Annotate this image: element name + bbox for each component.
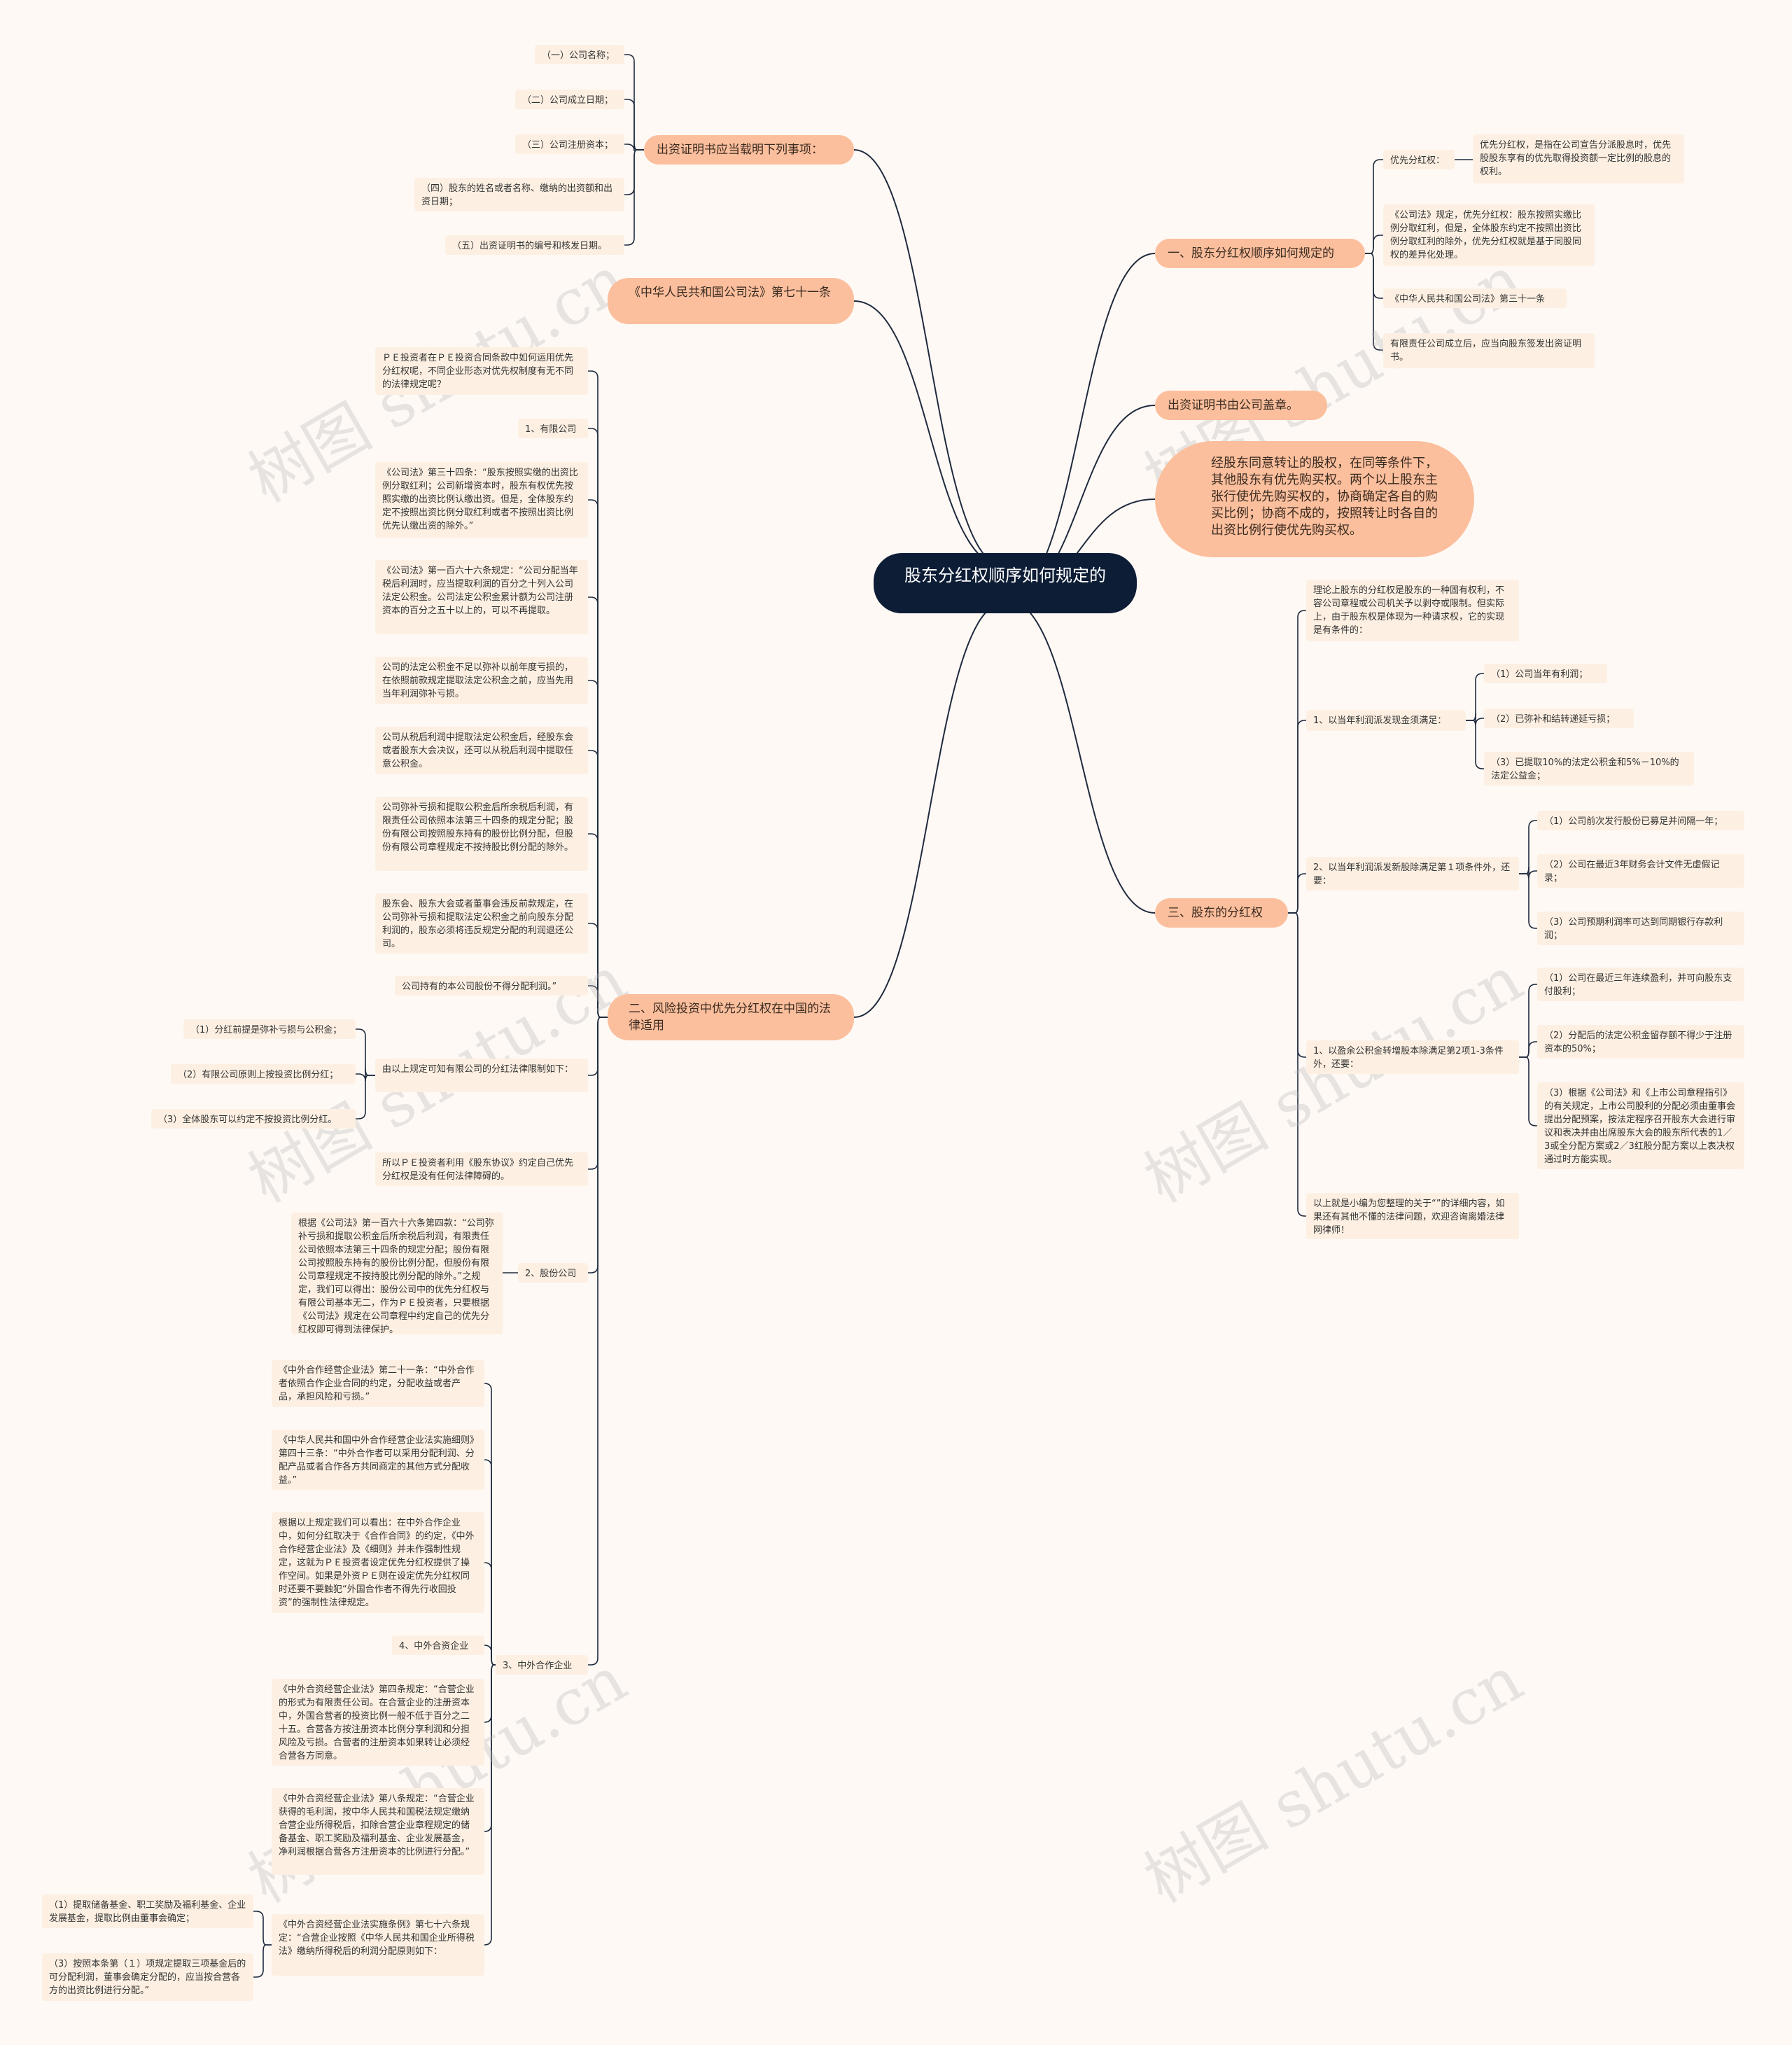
leaf-cash-cond-1[interactable]: （1）公司当年有利润； bbox=[1484, 664, 1607, 683]
connector bbox=[1365, 253, 1383, 299]
leaf-coop-analysis[interactable]: 根据以上规定我们可以看出：在中外合作企业中，如何分红取决于《合作合同》的约定，《… bbox=[272, 1512, 484, 1613]
leaf-restriction-3[interactable]: （3）全体股东可以约定不按投资比例分红。 bbox=[151, 1109, 356, 1129]
connector bbox=[1519, 984, 1537, 1058]
leaf-reserve-cond-2[interactable]: （2）分配后的法定公积金留存额不得少于注册资本的50%； bbox=[1537, 1025, 1744, 1059]
connector bbox=[588, 1017, 608, 1666]
connector bbox=[853, 149, 1006, 568]
connector bbox=[624, 99, 644, 151]
connector bbox=[624, 142, 644, 152]
connector bbox=[253, 1911, 272, 1946]
branch-preemptive-right[interactable]: 经股东同意转让的股权，在同等条件下，其他股东有优先购买权。两个以上股东主张行使优… bbox=[1155, 441, 1474, 557]
leaf-art34[interactable]: 《公司法》第三十四条：“股东按照实缴的出资比例分取红利；公司新增资本时，股东有权… bbox=[375, 462, 588, 538]
connector bbox=[853, 601, 1006, 1018]
leaf-cash-cond-3[interactable]: （3）已提取10%的法定公积金和5%－10%的法定公益金； bbox=[1484, 752, 1694, 786]
leaf-own-shares[interactable]: 公司持有的本公司股份不得分配利润。” bbox=[395, 976, 588, 996]
leaf-violation-refund[interactable]: 股东会、股东大会或者董事会违反前款规定，在公司弥补亏损和提取法定公积金之前向股东… bbox=[375, 893, 588, 954]
leaf-joint-stock-company[interactable]: 2、股份公司 bbox=[518, 1263, 588, 1283]
connector bbox=[1288, 720, 1306, 914]
leaf-reserve-conversion-conditions[interactable]: 1、以盈余公积金转增股本除满足第2项1-3条件外，还要： bbox=[1306, 1040, 1519, 1074]
connector bbox=[1288, 912, 1306, 1058]
leaf-joint-venture[interactable]: 4、中外合资企业 bbox=[392, 1635, 484, 1655]
leaf-shareholder-info[interactable]: （四）股东的姓名或者名称、缴纳的出资额和出资日期； bbox=[414, 178, 624, 211]
leaf-profit-distribution[interactable]: 公司弥补亏损和提取公积金后所余税后利润，有限责任公司依照本法第三十四条的规定分配… bbox=[375, 797, 588, 871]
leaf-jv-regulation-art76[interactable]: 《中外合资经营企业法实施条例》第七十六条规定：“合营企业按照《中华人民共和国企业… bbox=[272, 1914, 484, 1976]
connector bbox=[253, 1944, 272, 1978]
connector bbox=[1519, 1041, 1537, 1058]
branch-certificate-seal[interactable]: 出资证明书由公司盖章。 bbox=[1155, 391, 1327, 420]
leaf-stock-cond-1[interactable]: （1）公司前次发行股份已募足并间隔一年； bbox=[1537, 811, 1744, 830]
connector bbox=[484, 1645, 496, 1666]
connector bbox=[1466, 720, 1484, 769]
leaf-capital-certificate[interactable]: 有限责任公司成立后，应当向股东签发出资证明书。 bbox=[1383, 333, 1595, 368]
connector bbox=[1004, 253, 1156, 600]
leaf-reserve-cond-1[interactable]: （1）公司在最近三年连续盈利，并可向股东支付股利； bbox=[1537, 968, 1744, 1001]
connector bbox=[484, 1664, 496, 1723]
leaf-company-law-art31[interactable]: 《中华人民共和国公司法》第三十一条 bbox=[1383, 288, 1567, 308]
leaf-stock-dividend-conditions[interactable]: 2、以当年利润派发新股除满足第１项条件外，还要： bbox=[1306, 857, 1519, 891]
leaf-coop-rules-art43[interactable]: 《中华人民共和国中外合作经营企业法实施细则》第四十三条：“中外合作者可以采用分配… bbox=[272, 1430, 484, 1490]
leaf-jv-art8[interactable]: 《中外合资经营企业法》第八条规定：“合营企业获得的毛利润，按中华人民共和国税法规… bbox=[272, 1788, 484, 1875]
connector bbox=[484, 1383, 496, 1666]
leaf-closing-note[interactable]: 以上就是小编为您整理的关于“”的详细内容，如果还有其他不懂的法律问题，欢迎咨询离… bbox=[1306, 1193, 1519, 1239]
connector bbox=[1519, 873, 1537, 929]
connector bbox=[1365, 235, 1383, 254]
branch-certificate-items[interactable]: 出资证明书应当载明下列事项： bbox=[644, 135, 854, 165]
leaf-stock-cond-3[interactable]: （3）公司预期利润率可达到同期银行存款利润； bbox=[1537, 912, 1744, 945]
connector bbox=[588, 985, 608, 1018]
leaf-jv-art4[interactable]: 《中外合资经营企业法》第四条规定：“合营企业的形式为有限责任公司。在合营企业的注… bbox=[272, 1679, 484, 1766]
leaf-joint-stock-rule[interactable]: 根据《公司法》第一百六十六条第四款：“公司弥补亏损和提取公积金后所余税后利润，有… bbox=[291, 1213, 503, 1335]
leaf-reserve-deficit[interactable]: 公司的法定公积金不足以弥补以前年度亏损的，在依照前款规定提取法定公积金之前，应当… bbox=[375, 657, 588, 704]
leaf-jv-reg-1[interactable]: （1）提取储备基金、职工奖励及福利基金、企业发展基金，提取比例由董事会确定； bbox=[42, 1894, 253, 1928]
connector bbox=[1519, 820, 1537, 874]
leaf-registered-capital[interactable]: （三）公司注册资本； bbox=[515, 134, 624, 154]
connector bbox=[484, 1562, 496, 1666]
leaf-stock-cond-2[interactable]: （2）公司在最近3年财务会计文件无虚假记录； bbox=[1537, 854, 1744, 888]
leaf-coop-art21[interactable]: 《中外合作经营企业法》第二十一条：“中外合作者依照合作企业合同的约定，分配收益或… bbox=[272, 1360, 484, 1407]
branch-shareholder-dividend[interactable]: 三、股东的分红权 bbox=[1155, 898, 1288, 928]
leaf-company-name[interactable]: （一）公司名称； bbox=[535, 45, 624, 64]
connector bbox=[853, 300, 1006, 568]
connector bbox=[484, 1664, 496, 1946]
connector bbox=[356, 1075, 375, 1119]
leaf-dividend-theory[interactable]: 理论上股东的分红权是股东的一种固有权利，不容公司章程或公司机关予以剥夺或限制。但… bbox=[1306, 580, 1519, 641]
leaf-preferred-dividend-def[interactable]: 优先分红权，是指在公司宣告分派股息时，优先股股东享有的优先取得投资额一定比例的股… bbox=[1473, 134, 1684, 183]
leaf-limited-restrictions[interactable]: 由以上规定可知有限公司的分红法律限制如下： bbox=[375, 1059, 588, 1092]
leaf-restriction-1[interactable]: （1）分红前提是弥补亏损与公积金； bbox=[183, 1019, 356, 1039]
root-node[interactable]: 股东分红权顺序如何规定的 bbox=[874, 553, 1137, 613]
connector bbox=[1288, 610, 1306, 914]
leaf-cash-cond-2[interactable]: （2）已弥补和结转递延亏损； bbox=[1484, 709, 1634, 728]
connector bbox=[1466, 673, 1484, 721]
leaf-certificate-number[interactable]: （五）出资证明书的编号和核发日期。 bbox=[445, 235, 624, 255]
connector bbox=[484, 1664, 496, 1832]
connector bbox=[356, 1068, 375, 1082]
connector bbox=[1519, 866, 1537, 879]
leaf-pe-agreement[interactable]: 所以ＰＥ投资者利用《股东协议》约定自己优先分红权是没有任何法律障碍的。 bbox=[375, 1152, 588, 1186]
leaf-company-law-rule[interactable]: 《公司法》规定，优先分红权：股东按照实缴比例分取红利，但是，全体股东约定不按照出… bbox=[1383, 204, 1595, 266]
connector bbox=[1466, 713, 1484, 726]
leaf-cooperative-enterprise[interactable]: 3、中外合作企业 bbox=[496, 1655, 588, 1675]
connector bbox=[1365, 253, 1383, 351]
leaf-preferred-dividend[interactable]: 优先分红权： bbox=[1383, 150, 1455, 169]
leaf-art166[interactable]: 《公司法》第一百六十六条规定：“公司分配当年税后利润时，应当提取利润的百分之十列… bbox=[375, 560, 588, 634]
branch-dividend-order[interactable]: 一、股东分红权顺序如何规定的 bbox=[1155, 239, 1365, 268]
leaf-restriction-2[interactable]: （2）有限公司原则上按投资比例分红； bbox=[171, 1064, 356, 1084]
leaf-pe-question[interactable]: ＰＥ投资者在ＰＥ投资合同条款中如何运用优先分红权呢，不同企业形态对优先权制度有无… bbox=[375, 347, 588, 395]
connector bbox=[1519, 1056, 1537, 1126]
branch-vc-preferred-dividend[interactable]: 二、风险投资中优先分红权在中国的法律适用 bbox=[608, 994, 854, 1040]
leaf-founding-date[interactable]: （二）公司成立日期； bbox=[515, 90, 624, 109]
leaf-cash-dividend-conditions[interactable]: 1、以当年利润派发现金须满足： bbox=[1306, 710, 1466, 731]
connector bbox=[624, 149, 644, 246]
leaf-reserve-cond-3[interactable]: （3）根据《公司法》和《上市公司章程指引》的有关规定，上市公司股利的分配必须由董… bbox=[1537, 1082, 1744, 1169]
leaf-limited-company[interactable]: 1、有限公司 bbox=[518, 419, 588, 438]
connector bbox=[1004, 599, 1156, 914]
leaf-discretionary-reserve[interactable]: 公司从税后利润中提取法定公积金后，经股东会或者股东大会决议，还可以从税后利润中提… bbox=[375, 727, 588, 774]
connector bbox=[1288, 912, 1306, 1217]
leaf-jv-reg-3[interactable]: （3）按照本条第（１）项规定提取三项基金后的可分配利润，董事会确定分配的，应当按… bbox=[42, 1953, 253, 2001]
branch-company-law-art71[interactable]: 《中华人民共和国公司法》第七十一条 bbox=[608, 278, 854, 324]
connector bbox=[1288, 873, 1306, 914]
